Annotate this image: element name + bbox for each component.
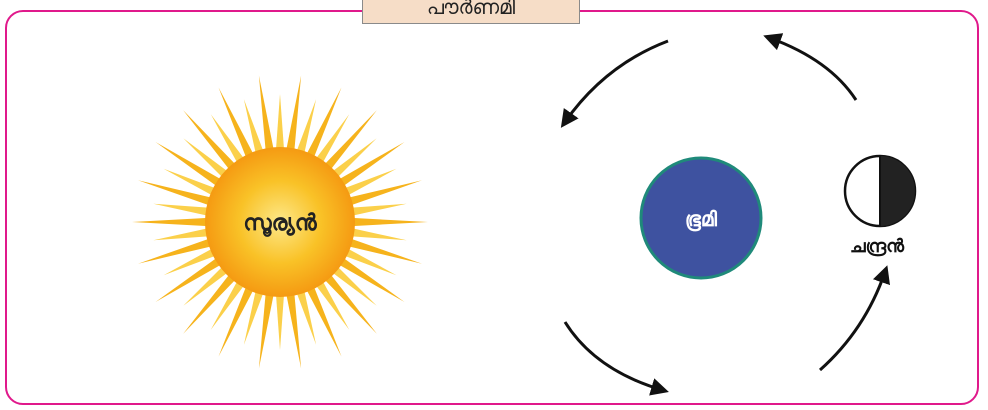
sun-ray — [336, 142, 405, 188]
sun-ray — [314, 114, 350, 166]
sun-ray — [183, 138, 230, 180]
sun-ray — [243, 99, 265, 157]
sun-ray — [336, 256, 405, 302]
sun-ray — [218, 283, 255, 357]
sun-ray — [183, 272, 238, 334]
sun-ray — [285, 290, 302, 369]
sun-ray — [295, 287, 317, 345]
sun-ray — [314, 278, 350, 330]
moon-dark-half — [880, 156, 915, 226]
sun-ray — [341, 168, 397, 197]
sun: സൂര്യൻ — [132, 75, 428, 369]
orbit-arrow-bottom-right — [819, 265, 890, 372]
earth-circle — [639, 156, 763, 280]
sun-ray — [155, 142, 224, 188]
sun-ray — [183, 110, 238, 172]
diagram-title: പൗർണമി — [362, 0, 580, 24]
sun-ray — [345, 180, 422, 207]
sun-ray — [295, 99, 317, 157]
sun-ray — [305, 87, 342, 161]
sun-ray — [285, 75, 302, 154]
sun-ray — [305, 283, 342, 357]
earth: ഭൂമി — [639, 156, 763, 280]
sun-ray — [163, 168, 219, 197]
sun-ray — [345, 237, 422, 264]
sun-ray — [258, 290, 275, 369]
sun-rays — [132, 75, 428, 369]
sun-ray — [153, 203, 212, 217]
orbit-arrow-bottom-left — [563, 321, 669, 396]
sun-ray — [138, 180, 215, 207]
sun-ray — [275, 291, 285, 350]
sun-ray — [349, 217, 428, 227]
orbit-arrow-top-right — [763, 33, 858, 101]
sun-ray — [243, 287, 265, 345]
sun-ray — [163, 247, 219, 276]
sun-ray — [341, 247, 397, 276]
sun-ray — [330, 264, 377, 306]
sun-ray — [275, 94, 285, 153]
sun-ray — [153, 227, 212, 241]
sun-label: സൂര്യൻ — [243, 211, 317, 238]
sun-ray — [348, 227, 407, 241]
earth-label: ഭൂമി — [685, 207, 718, 232]
sun-ray — [183, 264, 230, 306]
moon: ചന്ദ്രൻ — [843, 154, 917, 257]
sun-core — [205, 147, 355, 297]
sun-ray — [322, 110, 377, 172]
sun-ray — [210, 114, 246, 166]
sun-ray — [132, 217, 211, 227]
orbit-arrow-top-left — [560, 39, 669, 128]
sun-ray — [348, 203, 407, 217]
sun-ray — [258, 75, 275, 154]
moon-label: ചന്ദ്രൻ — [850, 236, 905, 257]
orbit-arrows — [560, 33, 890, 396]
sun-ray — [210, 278, 246, 330]
sun-ray — [138, 237, 215, 264]
sun-ray — [218, 87, 255, 161]
sun-ray — [322, 272, 377, 334]
sun-ray — [155, 256, 224, 302]
sun-ray — [330, 138, 377, 180]
